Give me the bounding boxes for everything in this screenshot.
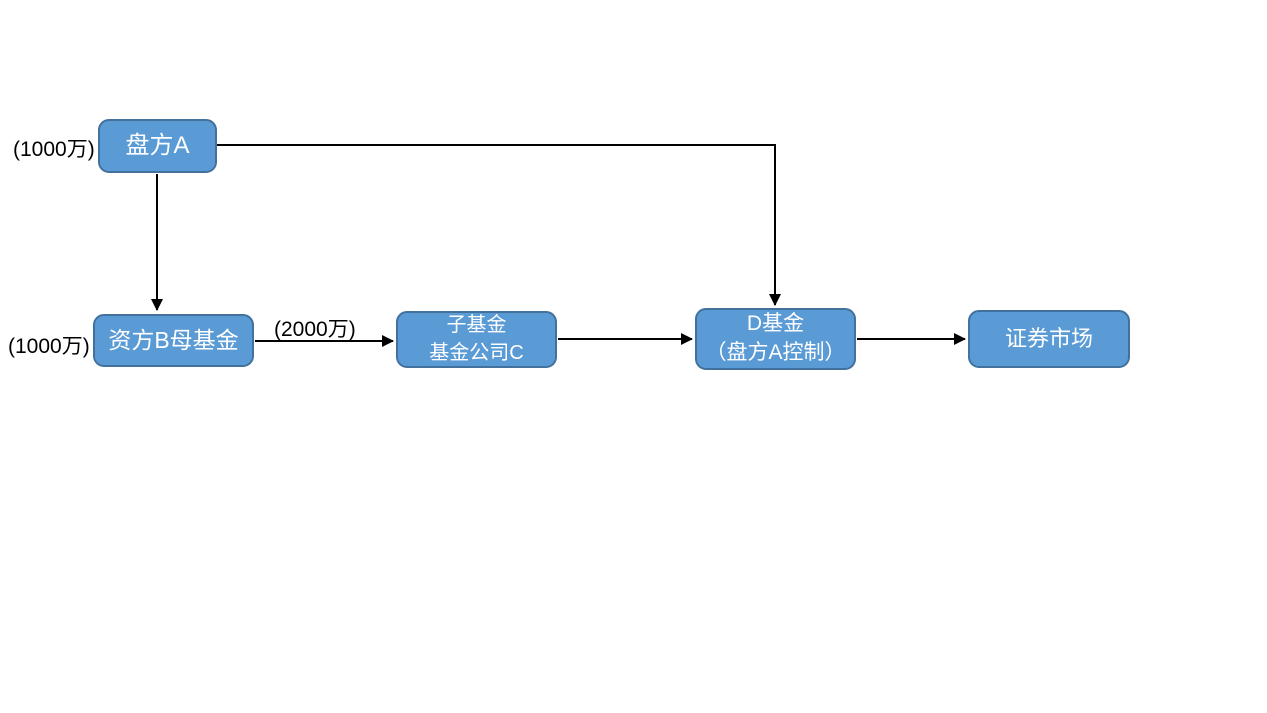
label-transfer-amount: (2000万) xyxy=(274,318,356,341)
node-label-line2: （盘方A控制） xyxy=(705,341,846,364)
node-label: 盘方A xyxy=(125,132,190,160)
label-top-amount: (1000万) xyxy=(13,138,95,161)
node-label-line1: 子基金 xyxy=(446,313,507,336)
node-label: 资方B母基金 xyxy=(108,326,239,353)
edge-panfanga-to-dfund xyxy=(217,144,781,306)
node-d-ji-jin: D基金 （盘方A控制） xyxy=(695,308,856,370)
node-zi-fang-b-mu-ji-jin: 资方B母基金 xyxy=(93,314,254,367)
label-left-amount: (1000万) xyxy=(8,335,90,358)
node-zheng-quan-shi-chang: 证券市场 xyxy=(968,310,1130,368)
node-label-line2: 基金公司C xyxy=(429,341,524,364)
node-label-line1: D基金 xyxy=(746,312,805,336)
node-zi-ji-jin: 子基金 基金公司C xyxy=(396,311,557,368)
node-pan-fang-a: 盘方A xyxy=(98,119,217,173)
node-label: 证券市场 xyxy=(1004,325,1093,351)
